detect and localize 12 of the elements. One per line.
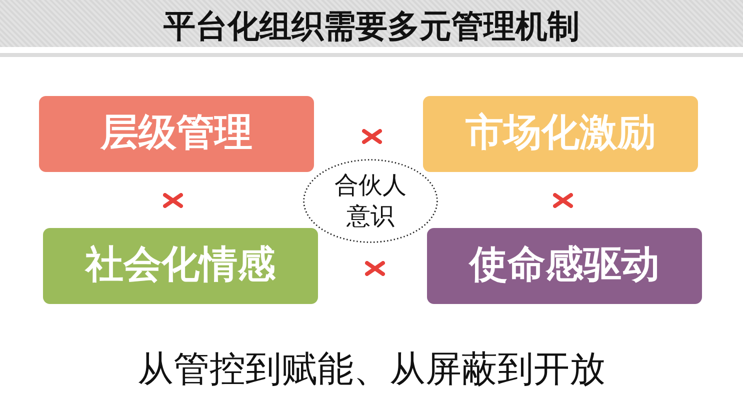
category-label: 社会化情感: [86, 244, 276, 288]
category-box: [423, 96, 698, 172]
category-label: 使命感驱动: [470, 244, 660, 288]
concept-label: 合伙人意识: [333, 170, 408, 232]
caption-text: 从管控到赋能、从屏蔽到开放: [138, 347, 606, 390]
dotted-ellipse: [303, 159, 438, 243]
title-text: 平台化组织需要多元管理机制: [164, 8, 580, 45]
category-label: 层级管理: [100, 112, 252, 156]
category-box: [39, 96, 314, 172]
category-box: [43, 228, 318, 304]
category-box: [427, 228, 702, 304]
category-label: 市场化激励: [466, 112, 656, 156]
